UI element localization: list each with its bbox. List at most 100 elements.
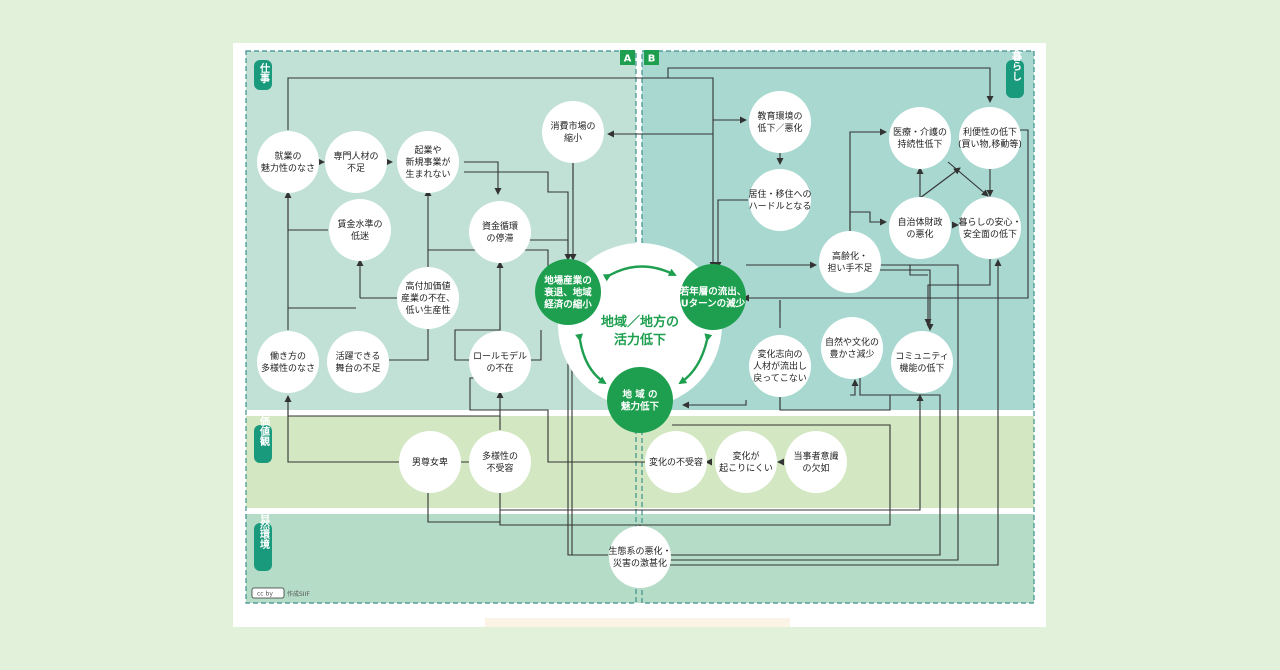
node-label: 担い手不足 [827, 262, 872, 274]
node-label: 機能の低下 [899, 362, 944, 374]
node-label: ハードルとなる [749, 201, 812, 212]
node-label: 産業の不在、 [401, 292, 455, 304]
node-label: の不在 [486, 362, 513, 374]
node-label: 多様性のなさ [261, 362, 315, 374]
cycle-arrow-top [602, 265, 677, 282]
node-label: 人材が流出し [753, 360, 807, 372]
node-label: 不足 [347, 163, 365, 174]
node-circle [399, 431, 461, 493]
badge-b [644, 50, 659, 65]
node-safety: 暮らしの安心・安全面の低下 [958, 197, 1022, 259]
node-label: 地場産業の [544, 274, 592, 286]
node-label: 低い生産性 [405, 304, 450, 316]
node-label: 縮小 [564, 132, 582, 144]
node-circle [609, 526, 671, 588]
node-circle [749, 91, 811, 153]
node-label: の悪化 [906, 228, 933, 240]
node-label: 教育環境の [757, 110, 802, 122]
node-circle [821, 317, 883, 379]
node-label: 就業の [274, 150, 301, 162]
tab-environment-label: 自然環境 [258, 508, 270, 550]
node-ecosystem: 生態系の悪化・災害の激甚化 [608, 526, 672, 588]
node-label: の欠如 [802, 462, 829, 474]
node-aging: 高齢化・担い手不足 [819, 231, 881, 293]
node-label: 消費市場の [550, 120, 595, 132]
node-circle [680, 264, 746, 330]
node-layer: 就業の魅力性のなさ専門人材の不足起業や新規事業が生まれない賃金水準の低迷資金循環… [257, 91, 1022, 588]
node-label: 医療・介護の [893, 126, 947, 138]
node-circle [542, 101, 604, 163]
node-circle [257, 131, 319, 193]
node-circle [607, 367, 673, 433]
node-label: 利便性の低下 [963, 126, 1017, 138]
node-label: Uターンの減少 [681, 297, 746, 309]
node-label: 戻ってこない [753, 372, 807, 384]
node-label: 資金循環 [482, 220, 518, 232]
badge-a-label: A [624, 54, 632, 65]
center-title-line2: 活力低下 [614, 332, 666, 348]
node-circle [329, 199, 391, 261]
node-label: 多様性の [482, 450, 518, 462]
node-label: 高齢化・ [832, 250, 868, 262]
node-label: 若年層の流出、 [679, 285, 747, 297]
node-label: 新規事業が [405, 156, 450, 168]
node-label: 生まれない [405, 168, 450, 180]
node-circle [469, 431, 531, 493]
node-circle [819, 231, 881, 293]
node-circle [469, 331, 531, 393]
node-circle [257, 331, 319, 393]
node-label: 専門人材の [333, 150, 378, 162]
node-label: 舞台の不足 [335, 362, 380, 374]
tab-values-label: 価値観 [258, 415, 271, 447]
tab-work-label: 仕事 [258, 62, 271, 84]
node-male-dominance: 男尊女卑 [399, 431, 461, 493]
tab-values [254, 425, 272, 463]
node-label: 変化の不受容 [649, 456, 703, 468]
node-label: 自治体財政 [897, 216, 942, 228]
node-label: 豊かさ減少 [829, 348, 874, 360]
node-circle [325, 131, 387, 193]
badge-a [620, 50, 635, 65]
node-label: 暮らしの安心・ [958, 216, 1021, 228]
badge-b-label: B [648, 54, 656, 65]
node-circle [749, 335, 811, 397]
node-label: 働き方の [270, 350, 306, 362]
node-label: の停滞 [486, 232, 513, 244]
node-circle [327, 331, 389, 393]
node-circle [785, 431, 847, 493]
node-label: 低迷 [351, 230, 369, 242]
node-circle [397, 131, 459, 193]
node-circle [535, 259, 601, 325]
tab-work [254, 60, 272, 90]
node-convenience: 利便性の低下(買い物,移動等) [958, 107, 1022, 169]
node-label: 起こりにくい [719, 463, 773, 474]
node-label: 賃金水準の [337, 218, 382, 230]
node-circle [469, 201, 531, 263]
node-circle [749, 169, 811, 231]
node-label: 低下／悪化 [757, 122, 802, 134]
node-circle [959, 197, 1021, 259]
node-circle [397, 267, 459, 329]
node-label: 魅力低下 [621, 400, 660, 412]
node-label: 変化が [732, 450, 759, 462]
node-label: 経済の縮小 [544, 298, 592, 310]
node-label: 不受容 [486, 462, 513, 474]
cycle-arrow-right [678, 333, 713, 385]
